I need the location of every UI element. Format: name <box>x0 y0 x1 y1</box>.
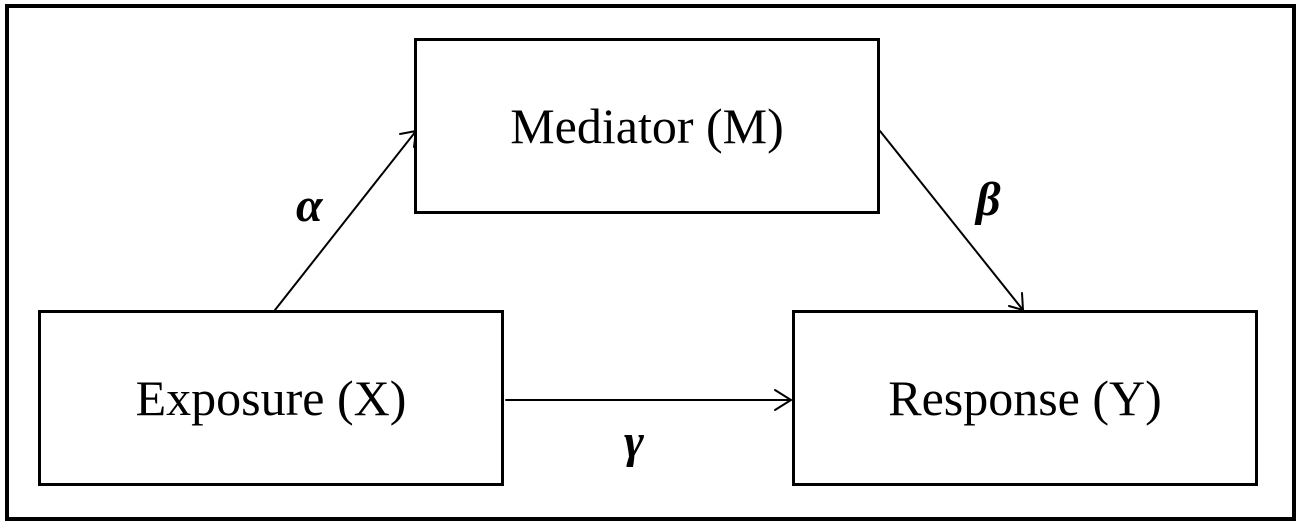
mediator-label: Mediator (M) <box>510 98 784 154</box>
arrow-beta <box>879 130 1025 312</box>
alpha-coefficient-label: α <box>296 179 323 232</box>
exposure-label: Exposure (X) <box>135 370 407 426</box>
exposure-node: Exposure (X) <box>38 310 504 486</box>
mediator-node: Mediator (M) <box>414 38 880 214</box>
arrow-gamma <box>505 389 793 411</box>
response-node: Response (Y) <box>792 310 1258 486</box>
response-label: Response (Y) <box>888 370 1162 426</box>
gamma-coefficient-label: γ <box>624 415 644 468</box>
beta-coefficient-label: β <box>976 173 1001 226</box>
